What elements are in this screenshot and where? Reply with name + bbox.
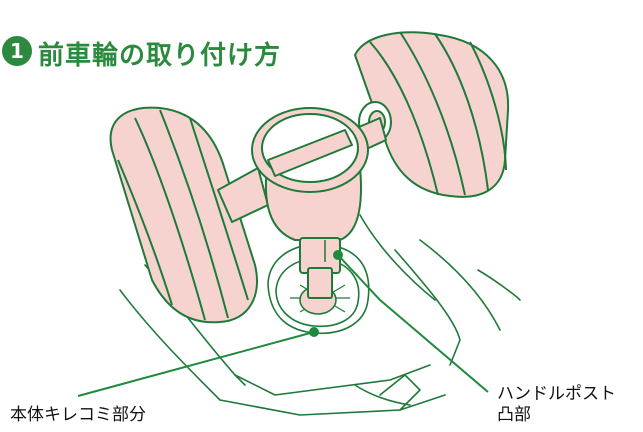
right-wheel bbox=[354, 31, 510, 198]
callout-handle-post-line2: 凸部 bbox=[497, 405, 531, 425]
handle-post-assembly bbox=[217, 107, 387, 299]
vehicle-body-outline bbox=[119, 214, 521, 416]
leader-lines bbox=[77, 254, 489, 397]
callout-body-slot: 本体キレコミ部分 bbox=[10, 405, 146, 425]
callout-handle-post-line1: ハンドルポスト bbox=[497, 384, 616, 404]
callout-handle-post: ハンドルポスト 凸部 bbox=[497, 384, 616, 426]
slot-leader-line bbox=[77, 331, 315, 397]
step-title: 前車輪の取り付け方 bbox=[38, 41, 282, 71]
handle-post-leader-line bbox=[337, 254, 489, 393]
step-number-badge: 1 bbox=[2, 36, 32, 66]
